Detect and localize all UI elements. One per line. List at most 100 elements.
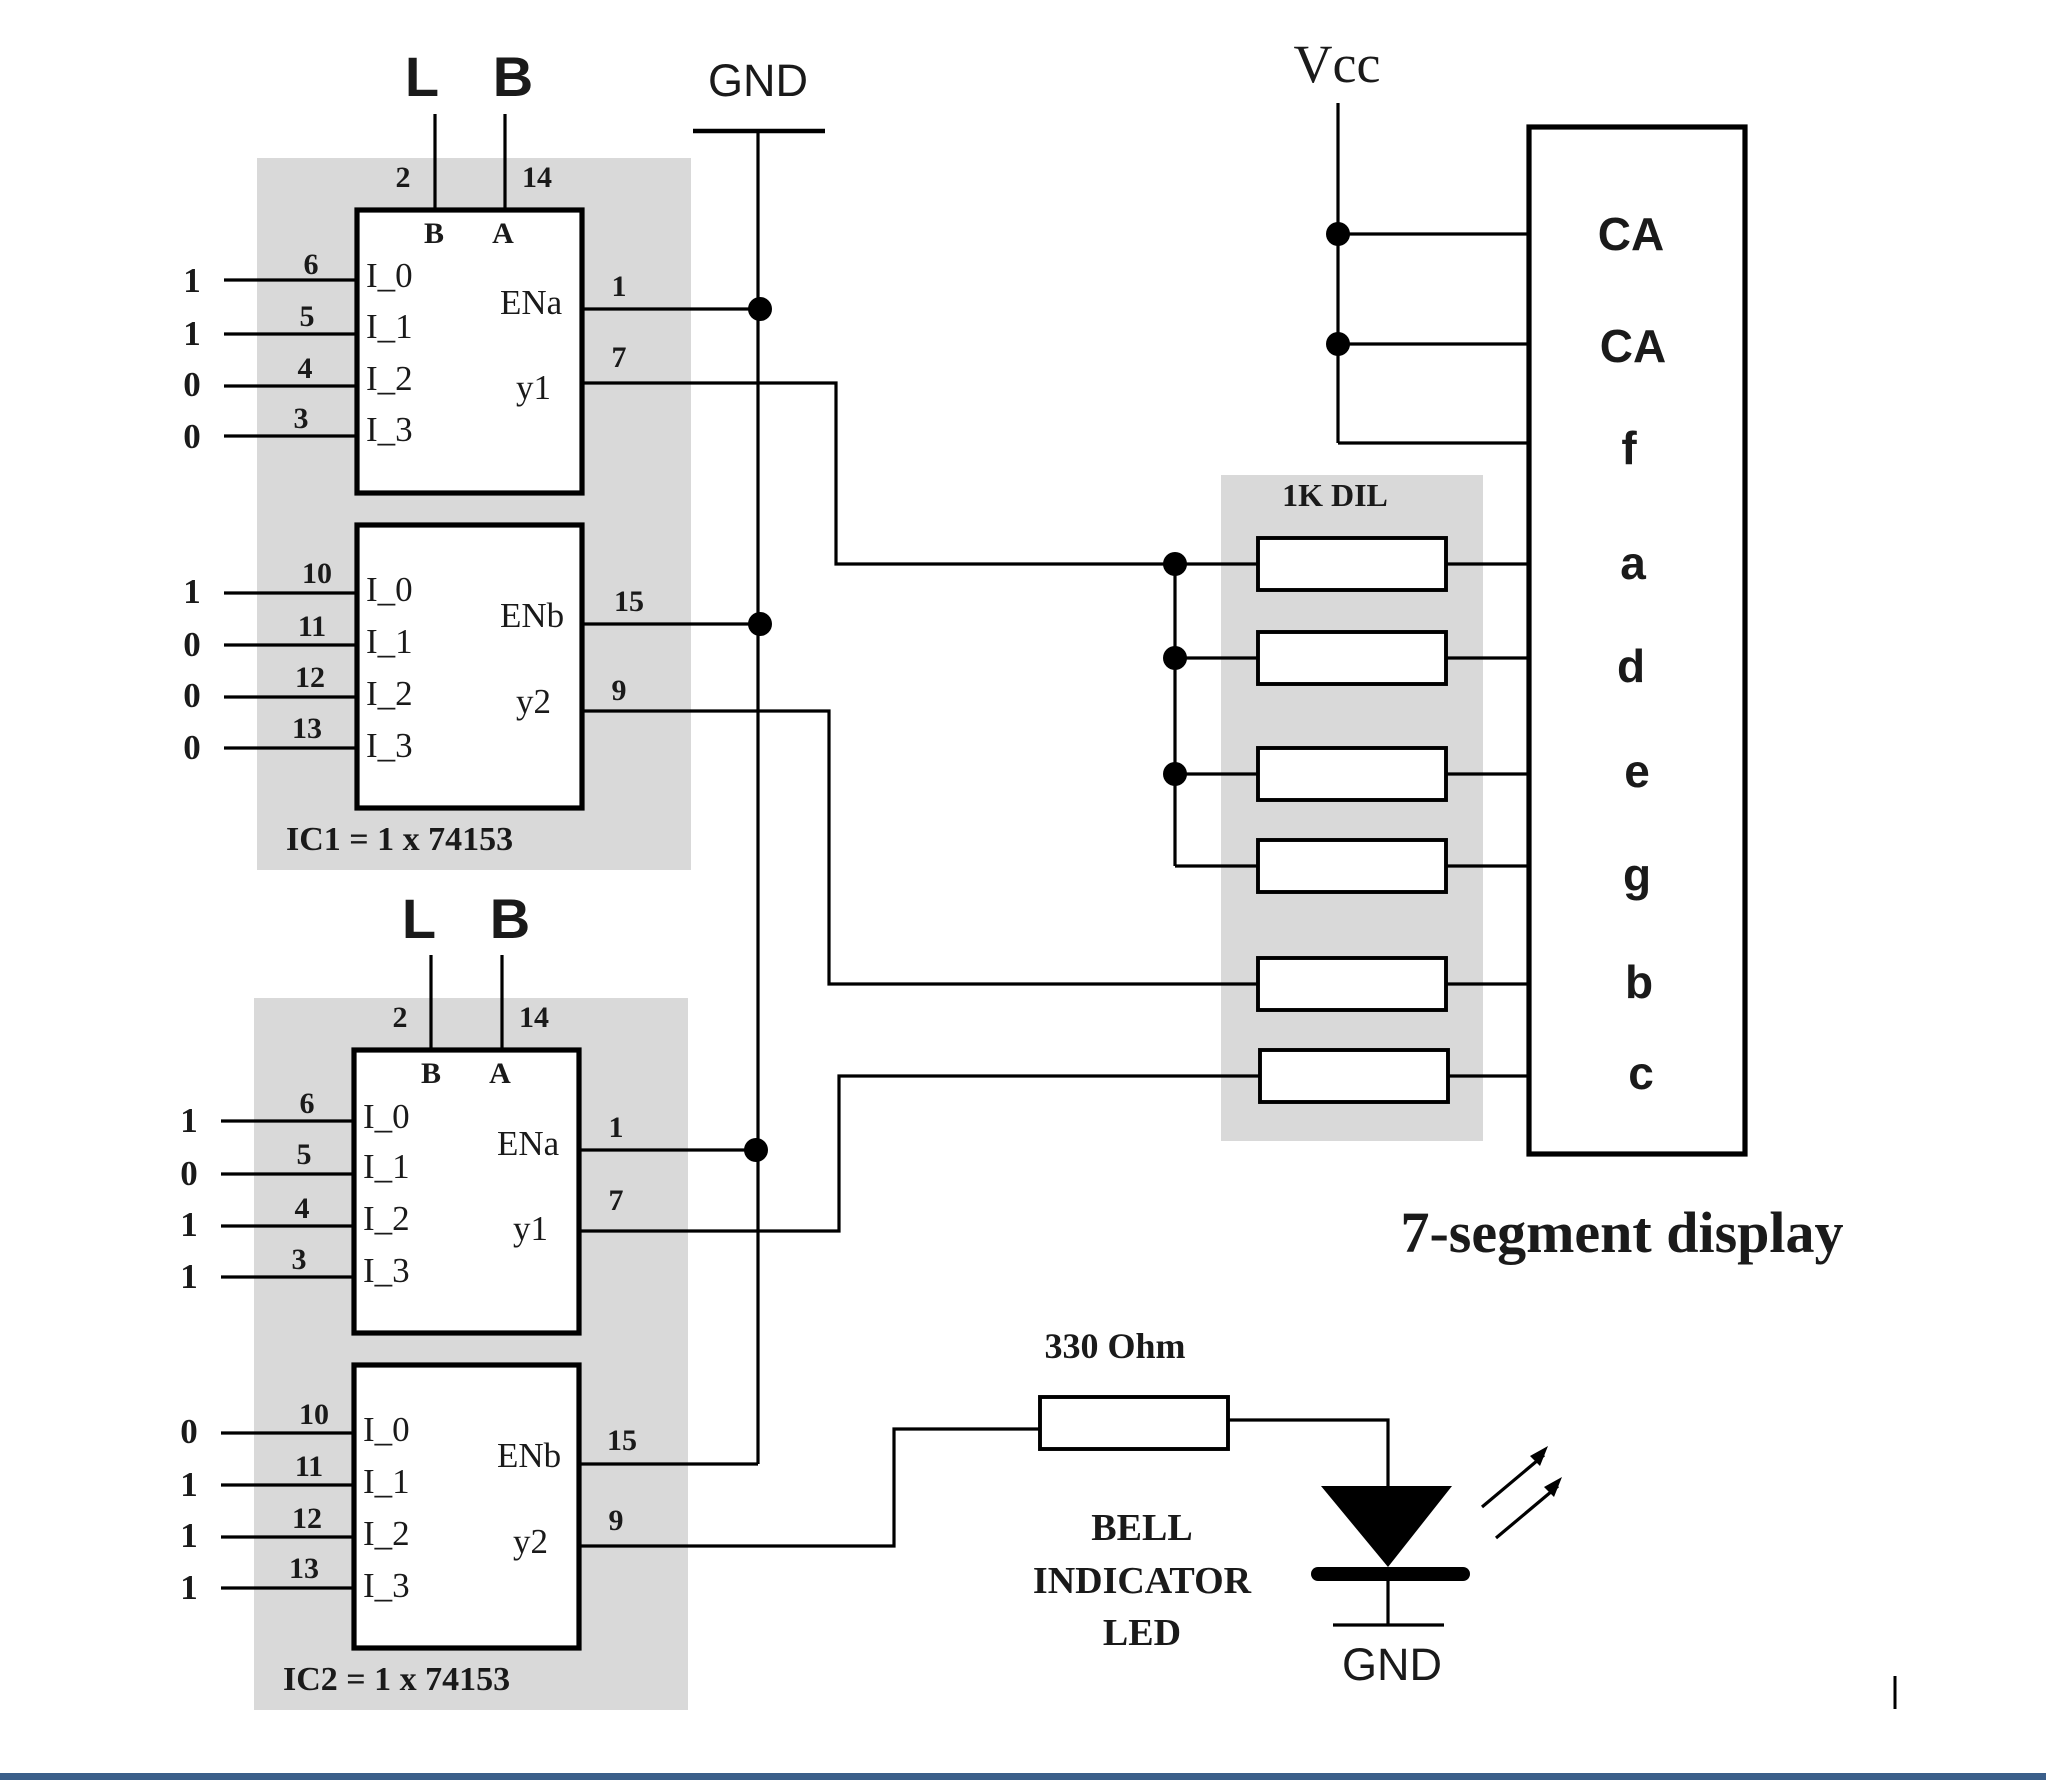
ic1-mux-b-input-2: 0 12 I_2 [183, 661, 412, 715]
svg-text:5: 5 [297, 1138, 312, 1171]
svg-text:13: 13 [289, 1552, 319, 1585]
ic1-caption: IC1 = 1 x 74153 [286, 821, 513, 858]
led-label: BELL INDICATOR LED [1033, 1507, 1252, 1654]
svg-text:I_3: I_3 [366, 726, 413, 765]
svg-text:10: 10 [299, 1398, 329, 1431]
svg-text:1: 1 [183, 572, 201, 611]
ic1-mux-b-input-1: 0 11 I_1 [183, 610, 412, 664]
ic1-mux-b-input-0: 1 10 I_0 [183, 557, 412, 611]
ic1-ena-pin: 1 [612, 270, 627, 303]
ic1-select-label-b: B [493, 45, 533, 108]
ic2-mux-a-input-0: 1 6 I_0 [180, 1087, 409, 1140]
ic1-mux-a-input-2: 0 4 I_2 [183, 352, 412, 404]
ic2-y2-label: y2 [513, 1522, 548, 1561]
ic2-y1-pin: 7 [609, 1184, 624, 1217]
ic1-y1-label: y1 [516, 368, 551, 407]
display-pin-f: f [1621, 422, 1637, 474]
ic2-select-label-b: B [490, 887, 530, 950]
svg-text:0: 0 [183, 676, 201, 715]
ic1-mux-a [354, 207, 585, 496]
svg-text:I_3: I_3 [363, 1566, 410, 1605]
ic2-y1-label: y1 [513, 1209, 548, 1248]
svg-text:I_2: I_2 [366, 359, 413, 398]
svg-text:1: 1 [180, 1465, 198, 1504]
svg-text:1: 1 [183, 261, 201, 300]
svg-text:5: 5 [300, 300, 315, 333]
svg-text:I_3: I_3 [363, 1251, 410, 1290]
svg-text:10: 10 [302, 557, 332, 590]
svg-text:6: 6 [300, 1087, 315, 1120]
resistor-e [1256, 746, 1448, 802]
junction-dot [1326, 222, 1350, 246]
junction-dot [1163, 762, 1187, 786]
ic1-mux-a-input-3: 0 3 I_3 [183, 402, 412, 456]
resistor-c [1258, 1048, 1450, 1104]
ic2-y2-pin: 9 [609, 1504, 624, 1537]
led-resistor-label: 330 Ohm [1044, 1326, 1185, 1366]
ic1-mux-a-input-0: 1 6 I_0 [183, 248, 412, 300]
svg-text:3: 3 [294, 402, 309, 435]
ic2-mux-b-input-0: 0 10 I_0 [180, 1398, 409, 1451]
display-pin-d: d [1617, 640, 1645, 692]
ic1-enb-label: ENb [500, 596, 564, 635]
svg-text:I_2: I_2 [363, 1199, 410, 1238]
svg-text:11: 11 [298, 610, 326, 643]
junction-dot [1163, 646, 1187, 670]
ic2-mux-a-input-1: 0 5 I_1 [180, 1138, 409, 1193]
ic1-select-a: A [492, 217, 514, 250]
ic1-enb-pin: 15 [614, 585, 644, 618]
svg-text:LED: LED [1103, 1612, 1181, 1654]
ic1-pin-14: 14 [522, 161, 552, 194]
led-gnd-label: GND [1342, 1639, 1442, 1690]
led-diode-icon [1321, 1486, 1452, 1567]
ic1-y1-pin: 7 [612, 341, 627, 374]
wire-ic1-y1 [582, 381, 1258, 566]
ic2-enb-label: ENb [497, 1436, 561, 1475]
vcc-label: Vcc [1294, 34, 1381, 94]
ic1-mux-a-input-1: 1 5 I_1 [183, 300, 412, 353]
display-pin-b: b [1625, 956, 1653, 1008]
resistor-330-ohm [1038, 1395, 1230, 1451]
svg-text:I_1: I_1 [366, 307, 413, 346]
display-pin-c: c [1628, 1047, 1654, 1099]
ic2-mux-a-input-3: 1 3 I_3 [180, 1243, 409, 1296]
svg-text:4: 4 [295, 1192, 310, 1225]
svg-text:13: 13 [292, 712, 322, 745]
ic2-caption: IC2 = 1 x 74153 [283, 1661, 510, 1698]
ic2-mux-a-input-2: 1 4 I_2 [180, 1192, 409, 1244]
ic2-mux-b-input-2: 1 12 I_2 [180, 1502, 409, 1555]
display-pin-g: g [1623, 849, 1651, 901]
ic1-select-label-l: L [405, 45, 439, 108]
svg-text:I_2: I_2 [363, 1514, 410, 1553]
svg-text:0: 0 [183, 417, 201, 456]
ic1-pin-2: 2 [396, 161, 411, 194]
ic1-y2-pin: 9 [612, 674, 627, 707]
svg-text:BELL: BELL [1091, 1507, 1192, 1549]
svg-text:1: 1 [183, 314, 201, 353]
display-pin-ca-2: CA [1600, 320, 1666, 372]
svg-text:0: 0 [183, 625, 201, 664]
ic2-select-a: A [489, 1057, 511, 1090]
svg-text:1: 1 [180, 1101, 198, 1140]
light-emission-icon [1480, 1446, 1562, 1540]
ic1-mux-b [354, 522, 585, 811]
junction-dot [1326, 332, 1350, 356]
display-pin-a: a [1620, 537, 1646, 589]
wire-ic2-y1 [579, 1074, 1260, 1233]
display-pin-ca-1: CA [1598, 208, 1664, 260]
junction-dot [748, 612, 772, 636]
wire-ic2-y2 [579, 1427, 1040, 1548]
resistor-pack-label: 1K DIL [1282, 477, 1388, 513]
ic2-ena-pin: 1 [609, 1111, 624, 1144]
svg-text:0: 0 [180, 1412, 198, 1451]
junction-dot [1163, 552, 1187, 576]
ic1-ena-label: ENa [500, 283, 563, 322]
ic1-mux-b-input-3: 0 13 I_3 [183, 712, 412, 767]
junction-dot [744, 1138, 768, 1162]
svg-text:1: 1 [180, 1205, 198, 1244]
svg-text:1: 1 [180, 1257, 198, 1296]
ic2-pin-2: 2 [393, 1001, 408, 1034]
svg-text:1: 1 [180, 1568, 198, 1607]
window-bottom-edge [0, 1773, 2046, 1780]
